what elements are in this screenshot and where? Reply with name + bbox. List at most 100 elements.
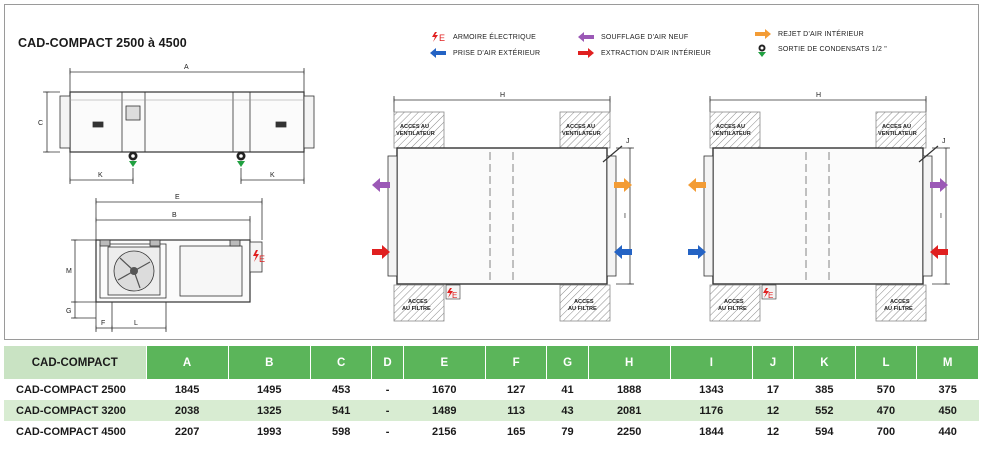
legend-orange-arrow: REJET D'AIR INTÉRIEUR (755, 29, 864, 39)
table-cell: 375 (938, 383, 957, 396)
dim-label-l: L (134, 320, 138, 327)
table-cell: 17 (766, 383, 780, 396)
legend-condensate: SORTIE DE CONDENSATS 1/2 " (755, 44, 887, 57)
table-cell: 79 (561, 425, 574, 438)
table-cell: 1844 (699, 425, 724, 438)
legend-label: EXTRACTION D'AIR INTÉRIEUR (601, 49, 711, 57)
table-cell: 700 (876, 425, 896, 438)
table-cell: 541 (310, 400, 372, 421)
table-cell: 570 (876, 383, 896, 396)
red-arrow-icon (578, 48, 594, 58)
table-header: D (371, 346, 404, 379)
table-header: M (916, 346, 979, 379)
access-fan-label: VENTILATEUR (396, 131, 435, 137)
table-header: H (588, 346, 671, 379)
condensate-icon (755, 44, 771, 57)
electric-cabinet-marker: E (253, 250, 265, 264)
electric-mark-label: E (452, 291, 457, 300)
table-cell: 12 (752, 400, 794, 421)
table-cell: 453 (331, 383, 351, 396)
blue-arrow-icon (614, 245, 632, 259)
table-row: CAD-COMPACT 3200 2038 1325 541 - 1489 11… (4, 400, 979, 421)
table-header: E (403, 346, 486, 379)
table-cell: 2038 (146, 400, 229, 421)
legend-blue-arrow: PRISE D'AIR EXTÉRIEUR (430, 48, 540, 58)
table-header: I (670, 346, 753, 379)
legend-label: ARMOIRE ÉLECTRIQUE (453, 33, 536, 41)
svg-text:E: E (439, 33, 445, 42)
table-cell: - (385, 425, 390, 438)
table-cell: 1343 (699, 383, 724, 396)
table-cell: 1845 (174, 383, 200, 396)
dim-label-g: G (66, 308, 71, 315)
access-fan-label: ACCES AU (400, 124, 429, 130)
red-arrow-icon (372, 245, 390, 259)
table-cell: 594 (815, 425, 834, 438)
electric-cabinet-icon: E (430, 32, 446, 42)
electric-cabinet-marker: E (761, 284, 777, 300)
electric-cabinet-marker: E (445, 284, 461, 300)
dim-label-i: I (624, 213, 626, 220)
orange-arrow-icon (614, 178, 632, 192)
table-cell: - (385, 383, 390, 396)
electric-mark-label: E (768, 291, 773, 300)
access-filter-label: AU FILTRE (884, 306, 913, 312)
legend-label: PRISE D'AIR EXTÉRIEUR (453, 49, 541, 57)
table-header: F (485, 346, 548, 379)
legend-purple-arrow: SOUFFLAGE D'AIR NEUF (578, 32, 688, 42)
table-cell: 1489 (403, 400, 486, 421)
dim-label-k-right: K (270, 172, 275, 179)
table-header: G (546, 346, 589, 379)
dim-label-f: F (101, 320, 105, 327)
dim-label-j: J (626, 138, 630, 145)
access-fan-label: VENTILATEUR (878, 131, 917, 137)
table-cell: 552 (793, 400, 856, 421)
table-cell: 2156 (432, 425, 457, 438)
end-view (71, 198, 263, 332)
table-header: K (793, 346, 856, 379)
table-cell: 598 (331, 425, 351, 438)
legend-label: SOUFFLAGE D'AIR NEUF (601, 33, 689, 41)
table-header: J (752, 346, 795, 379)
side-view (43, 68, 315, 184)
table-header: A (146, 346, 229, 379)
access-fan-label: VENTILATEUR (562, 131, 601, 137)
dim-label-c: C (38, 120, 43, 127)
table-cell: 43 (546, 400, 589, 421)
purple-arrow-icon (372, 178, 390, 192)
dim-label-h: H (500, 92, 505, 99)
table-cell: 1325 (228, 400, 311, 421)
legend-electric-cabinet: E ARMOIRE ÉLECTRIQUE (430, 32, 536, 42)
dim-label-j-right: J (942, 138, 946, 145)
table-cell: 2207 (174, 425, 200, 438)
electric-mark-label: E (259, 254, 265, 264)
table-cell: 1670 (432, 383, 457, 396)
table-row: CAD-COMPACT 4500 2207 1993 598 - 2156 16… (4, 421, 979, 442)
access-fan-label: ACCES AU (716, 124, 745, 130)
purple-arrow-icon (930, 178, 948, 192)
table-cell: 385 (815, 383, 834, 396)
table-header-row: CAD-COMPACT A B C D E F G H I J K L M (4, 346, 979, 379)
table-cell: - (371, 400, 404, 421)
table-cell: CAD-COMPACT 2500 (16, 383, 126, 396)
dim-label-m: M (66, 268, 72, 275)
access-fan-label: VENTILATEUR (712, 131, 751, 137)
access-filter-label: ACCES (574, 299, 594, 305)
table-cell: CAD-COMPACT 3200 (4, 400, 146, 421)
table-header: B (228, 346, 311, 379)
table-cell: 2081 (588, 400, 671, 421)
table-cell: CAD-COMPACT 4500 (16, 425, 126, 438)
blue-arrow-icon (430, 48, 446, 58)
technical-drawing: A C K K E B M G (38, 64, 950, 332)
purple-arrow-icon (578, 32, 594, 42)
access-filter-label: ACCES (724, 299, 744, 305)
table-cell: 41 (561, 383, 574, 396)
dim-label-b: B (172, 212, 177, 219)
table-cell: 12 (766, 425, 780, 438)
access-filter-label: AU FILTRE (402, 306, 431, 312)
table-cell: 1993 (257, 425, 282, 438)
table-cell: 165 (507, 425, 526, 438)
access-filter-label: AU FILTRE (718, 306, 747, 312)
dim-label-h-right: H (816, 92, 821, 99)
access-filter-label: ACCES (890, 299, 910, 305)
